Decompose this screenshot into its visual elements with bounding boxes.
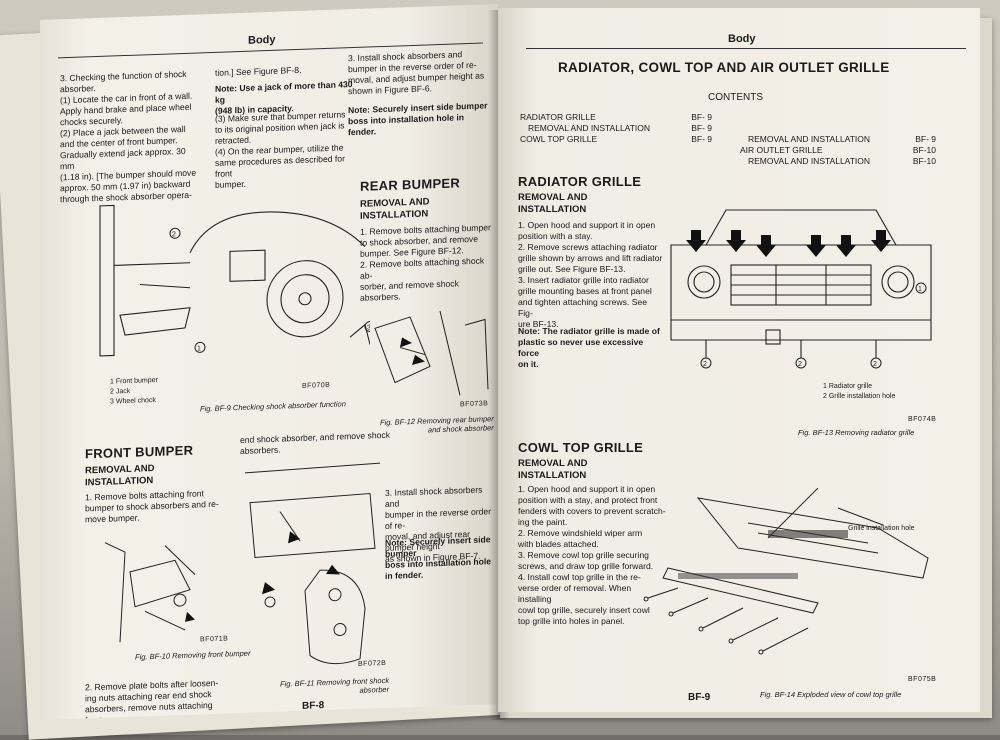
rear-bumper-title: REAR BUMPER: [360, 175, 461, 194]
fig9-callouts: 1 Front bumper 2 Jack 3 Wheel chock: [110, 376, 158, 406]
contents-label: CONTENTS: [708, 92, 763, 103]
fig11-caption: Fig. BF-11 Removing front shock absorber: [280, 675, 390, 695]
svg-text:1: 1: [197, 345, 201, 352]
figure-bf14-cowl-top-grille: [643, 488, 929, 655]
figure-bf10-front-bumper: [104, 542, 196, 643]
fig13-callouts: 1 Radiator grille 2 Grille installation …: [823, 383, 896, 400]
cowl-top-grille-title: COWL TOP GRILLE: [518, 440, 644, 455]
fig14-caption: Fig. BF-14 Exploded view of cowl top gri…: [760, 690, 902, 699]
front-bumper-title: FRONT BUMPER: [85, 442, 194, 462]
left-page-header: Body: [248, 33, 276, 47]
fig14-grille-hole-label: Grille installation hole: [848, 525, 915, 532]
col2-top-text: tion.] See Figure BF-8.: [215, 64, 302, 78]
fig11-code: BF072B: [358, 659, 387, 668]
fig13-code: BF074B: [908, 416, 937, 423]
front-bumper-step2: 2. Remove plate bolts after loosen- ing …: [85, 677, 219, 720]
figure-bf11-front-shock-absorber: [244, 462, 381, 665]
svg-text:2: 2: [798, 361, 802, 368]
fig12-code: BF073B: [460, 400, 489, 409]
section-title: RADIATOR, COWL TOP AND AIR OUTLET GRILLE: [558, 60, 890, 75]
fig13-caption: Fig. BF-13 Removing radiator grille: [798, 428, 915, 437]
right-page-header: Body: [728, 33, 756, 45]
svg-text:2: 2: [703, 361, 707, 368]
svg-text:2: 2: [873, 361, 877, 368]
fig9-code: BF070B: [302, 381, 331, 390]
header-rule: [526, 48, 966, 49]
fig9-caption: Fig. BF-9 Checking shock absorber functi…: [200, 399, 346, 414]
figure-bf13-radiator-grille: 1 2 2 2: [670, 209, 932, 369]
figure-bf12-rear-bumper: [374, 310, 489, 396]
right-page-number: BF-9: [688, 692, 711, 703]
fig12-caption: Fig. BF-12 Removing rear bumper and shoc…: [380, 414, 494, 435]
fig14-code: BF075B: [908, 676, 937, 683]
left-page-number: BF-8: [302, 700, 325, 712]
front-bumper-step1: 1. Remove bolts attaching front bumper t…: [85, 488, 219, 525]
svg-text:1: 1: [918, 286, 922, 293]
svg-text:2: 2: [172, 231, 176, 238]
radiator-grille-title: RADIATOR GRILLE: [518, 174, 642, 189]
svg-text:3: 3: [367, 324, 370, 331]
fig10-code: BF071B: [200, 635, 229, 644]
right-page: Body RADIATOR, COWL TOP AND AIR OUTLET G…: [498, 8, 980, 712]
figure-bf9-shock-absorber-check: 2 1 3: [99, 204, 370, 357]
